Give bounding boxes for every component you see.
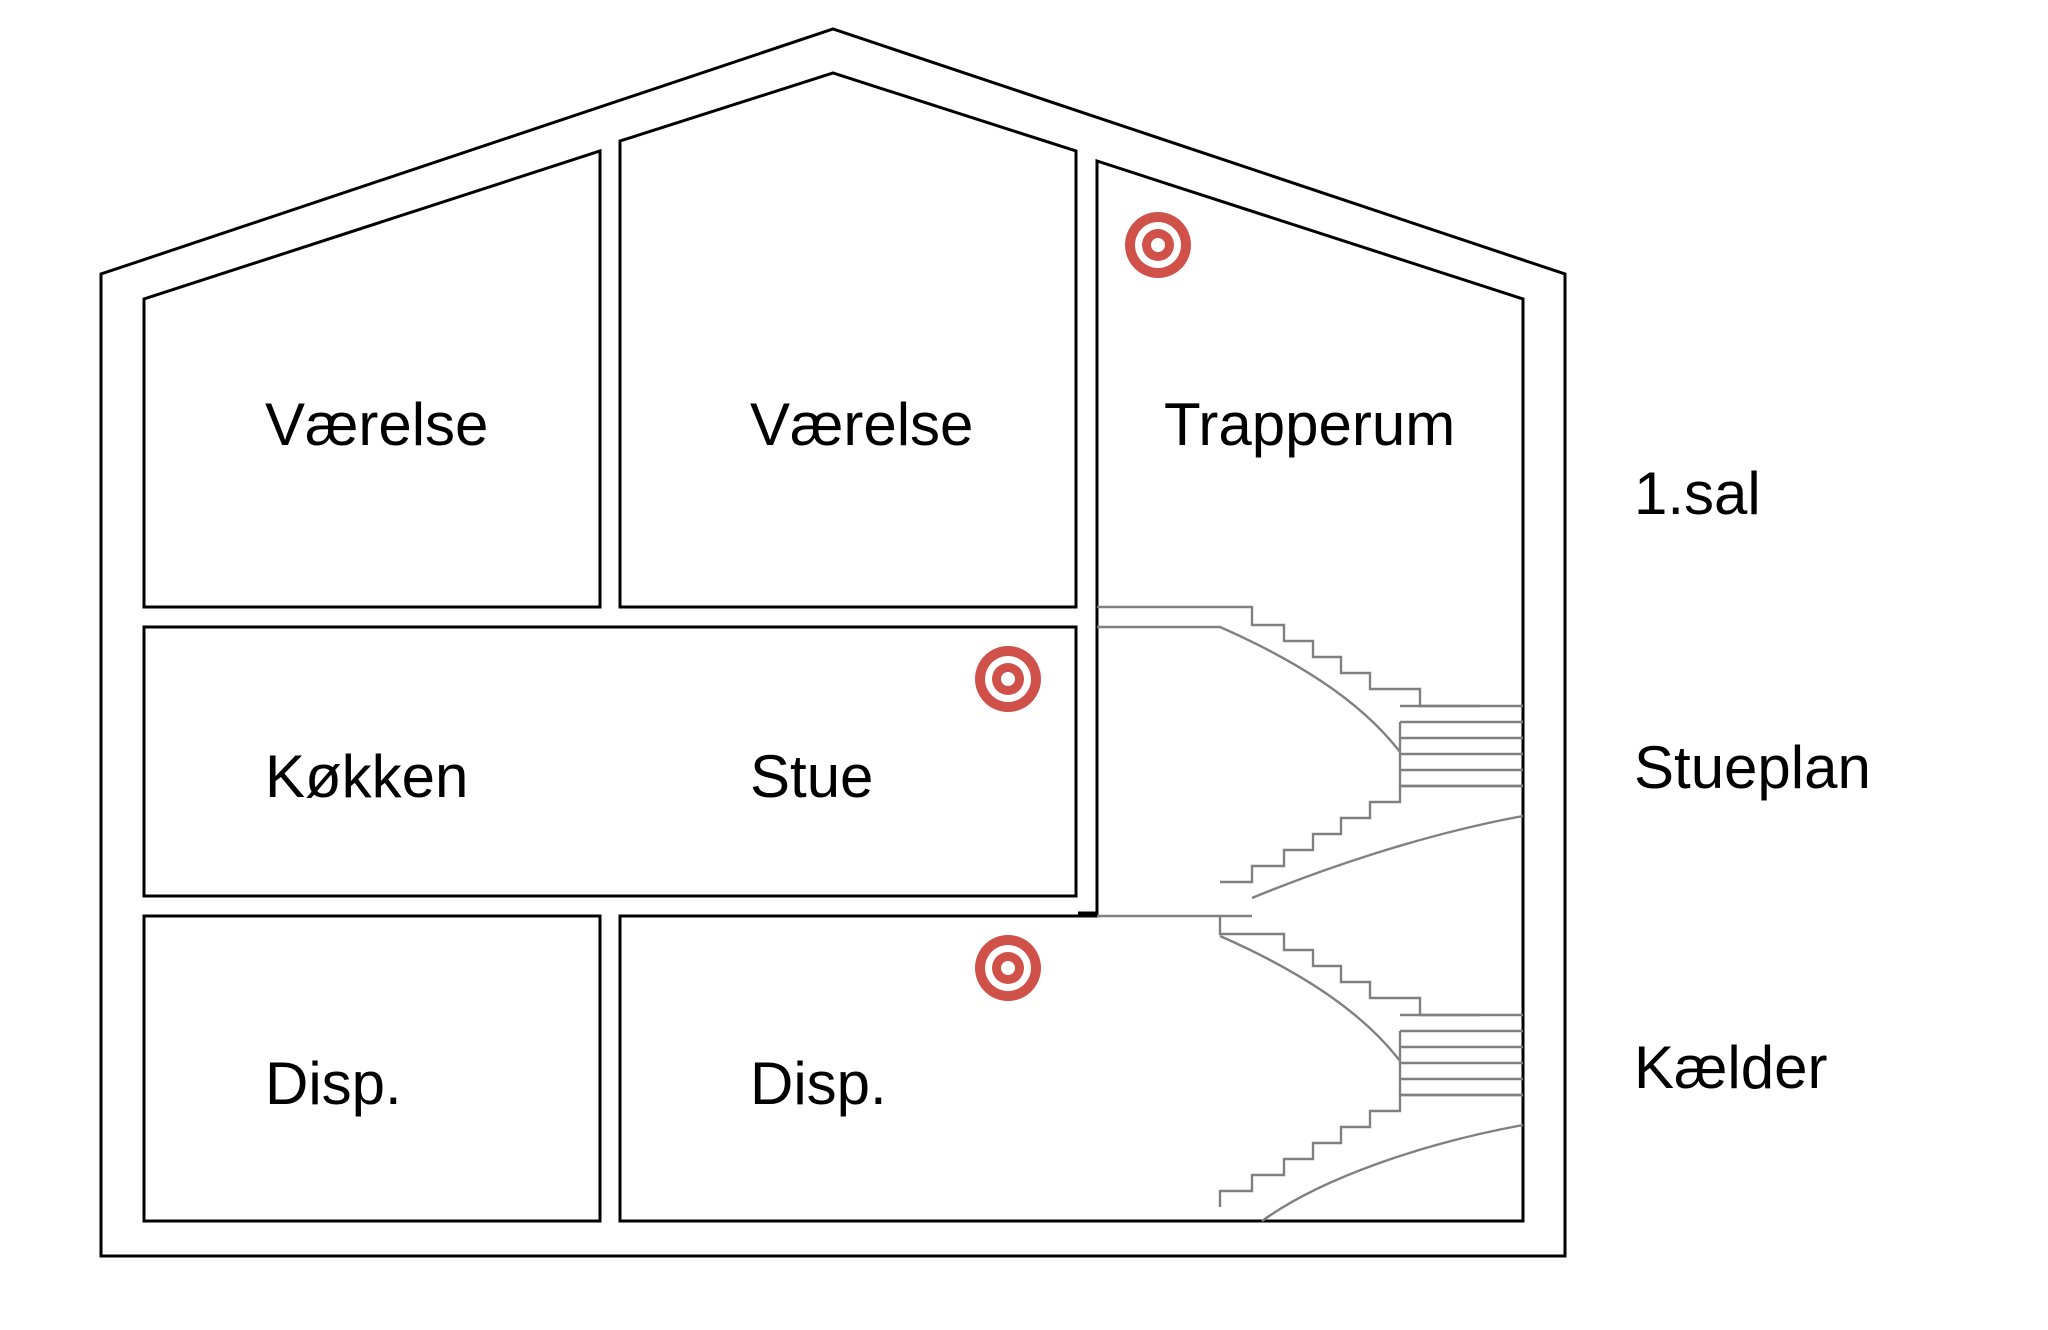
basement-stair-lower-steps — [1218, 1093, 1523, 1207]
upper-stair-lower-rail — [1251, 814, 1524, 900]
room-label-stue: Stue — [750, 743, 873, 810]
room-label-vaerelse-left: Værelse — [265, 391, 488, 458]
basement-stair-upper-rail — [1219, 934, 1401, 1062]
target-icon — [975, 646, 1041, 712]
room-label-disp-right: Disp. — [750, 1050, 887, 1117]
floor-label-basement: Kælder — [1634, 1034, 1827, 1101]
room-vaerelse-left — [142, 148, 602, 609]
room-label-disp-left: Disp. — [265, 1050, 402, 1117]
floor-label-ground: Stueplan — [1634, 734, 1871, 801]
stair-shaft-wall — [1078, 161, 1099, 915]
upper-stair-lower-steps — [1220, 784, 1523, 884]
room-label-koekken: Køkken — [265, 743, 468, 810]
room-label-vaerelse-right: Værelse — [750, 391, 973, 458]
target-icon — [1125, 212, 1191, 278]
upper-stair-upper-steps — [1097, 605, 1480, 708]
target-icon — [975, 935, 1041, 1001]
room-vaerelse-right — [618, 71, 1078, 609]
room-label-trapperum: Trapperum — [1164, 391, 1455, 458]
basement-stair-upper-steps — [1218, 916, 1480, 1017]
basement-stair-lower-rail — [1261, 1123, 1524, 1222]
room-koekken-stue — [142, 625, 1078, 898]
house-outer-wall — [99, 27, 1567, 1258]
room-disp-left — [142, 914, 602, 1223]
floor-label-first: 1.sal — [1634, 460, 1761, 527]
staircase — [1097, 605, 1524, 1222]
upper-stair-upper-rail — [1097, 625, 1401, 753]
